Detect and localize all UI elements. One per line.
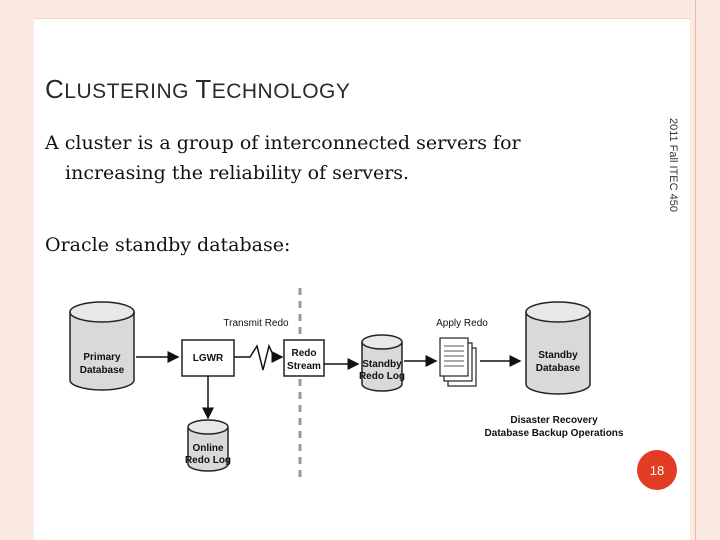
bullet-1-line-2: increasing the reliability of servers. (65, 162, 410, 184)
redo-stream-box (283, 339, 325, 377)
bullet-cluster-definition: A cluster is a group of interconnected s… (45, 128, 521, 188)
standby-db-label-2: Database (536, 363, 581, 374)
slide-title: CLUSTERING TECHNOLOGY (45, 74, 350, 105)
title-rest-2: ECHNOLOGY (211, 80, 351, 103)
side-label: 2011 Fall ITEC 450 (665, 118, 685, 248)
primary-db-label-2: Database (80, 365, 125, 376)
lgwr-box (181, 339, 235, 377)
online-redo-log-icon (187, 419, 229, 472)
backup-operations-label: Database Backup Operations (485, 428, 624, 439)
frame-top (0, 0, 720, 18)
standby-db-label-1: Standby (538, 350, 578, 361)
redo-stream-label-1: Redo (292, 348, 317, 359)
online-redo-label-1: Online (192, 443, 224, 454)
standby-database-icon (525, 301, 591, 395)
redo-documents-icon (439, 337, 477, 387)
diagram-svg: Primary Database LGWR Transmit Redo Redo… (69, 288, 624, 480)
primary-db-label-1: Primary (83, 352, 121, 363)
transmit-zigzag (234, 343, 280, 371)
redo-stream-label-2: Stream (287, 361, 321, 372)
standby-redo-label-1: Standby (362, 359, 402, 370)
bullet-oracle-standby: Oracle standby database: (45, 234, 291, 256)
side-label-text: 2011 Fall ITEC 450 (667, 118, 679, 212)
frame-right-line (695, 0, 696, 540)
standby-redo-label-2: Redo Log (359, 371, 405, 382)
frame-left (0, 0, 34, 540)
title-cap-2: T (195, 74, 212, 104)
apply-redo-label: Apply Redo (436, 318, 488, 329)
disaster-recovery-label: Disaster Recovery (510, 415, 598, 426)
standby-redo-log-icon (361, 334, 403, 392)
frame-top-line (0, 18, 696, 19)
standby-database-diagram: Primary Database LGWR Transmit Redo Redo… (60, 280, 640, 485)
lgwr-label: LGWR (193, 353, 224, 364)
online-redo-label-2: Redo Log (185, 455, 231, 466)
primary-database-icon (69, 301, 135, 391)
title-rest-1: LUSTERING (64, 80, 196, 103)
title-cap-1: C (45, 74, 65, 104)
page-number-badge: 18 (637, 450, 677, 490)
bullet-1-line-1: A cluster is a group of interconnected s… (45, 132, 521, 154)
transmit-redo-label: Transmit Redo (223, 318, 289, 329)
